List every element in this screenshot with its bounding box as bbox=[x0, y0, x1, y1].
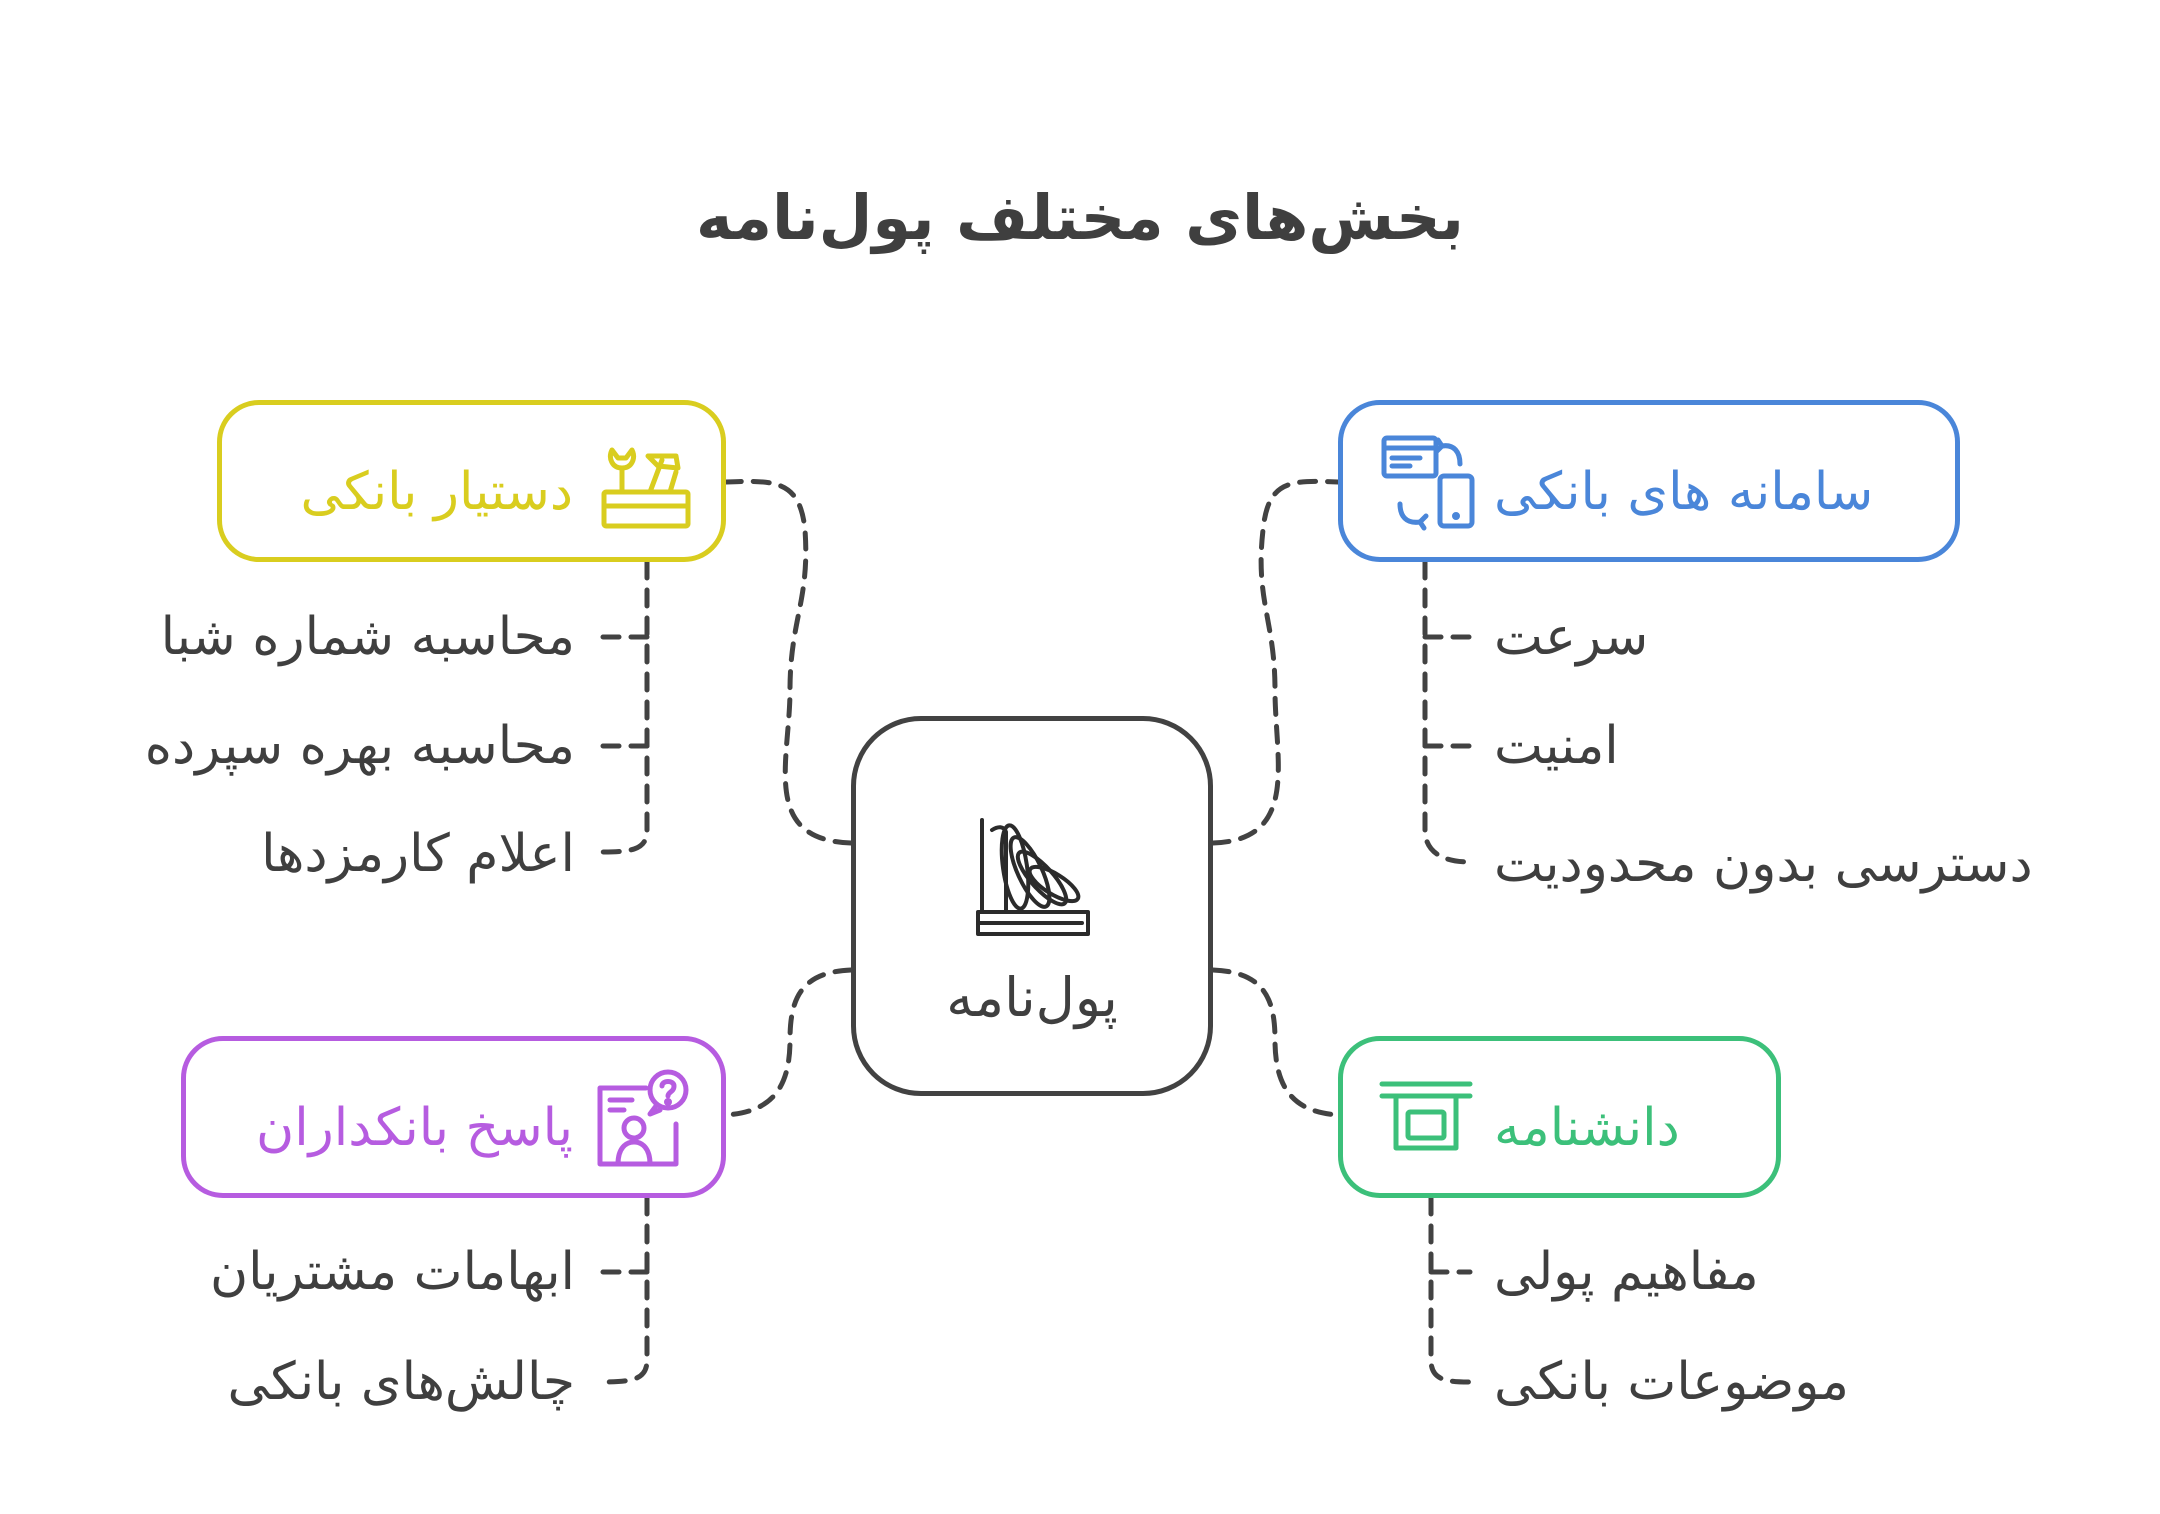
assistant-item-3: اعلام کارمزدها bbox=[261, 824, 575, 884]
connector-bankers bbox=[723, 967, 854, 1118]
person-question-icon bbox=[597, 1069, 689, 1167]
systems-item-3: دسترسی بدون محدودیت bbox=[1494, 834, 2033, 894]
books-flipping-pages-icon bbox=[976, 818, 1090, 936]
systems-item-1: سرعت bbox=[1494, 607, 1649, 667]
bankers-item-1: ابهامات مشتریان bbox=[209, 1242, 575, 1302]
assistant-item-1: محاسبه شماره شبا bbox=[160, 607, 575, 667]
tools-toolbox-icon bbox=[601, 447, 691, 529]
bankers-label: پاسخ بانکداران bbox=[256, 1098, 573, 1158]
center-label: پول‌نامه bbox=[946, 966, 1118, 1029]
encyclopedia-box bbox=[1338, 1036, 1781, 1198]
encyclopedia-item-2: موضوعات بانکی bbox=[1494, 1352, 1849, 1412]
bankers-item-2: چالش‌های بانکی bbox=[227, 1352, 575, 1412]
connector-systems bbox=[1210, 478, 1341, 846]
systems-item-line bbox=[1422, 559, 1473, 865]
archive-box-icon bbox=[1379, 1081, 1473, 1151]
systems-item-2: امنیت bbox=[1494, 716, 1619, 776]
assistant-item-line bbox=[597, 559, 650, 855]
encyclopedia-item-1: مفاهیم پولی bbox=[1494, 1242, 1759, 1302]
connector-encyclopedia bbox=[1210, 967, 1341, 1118]
assistant-item-2: محاسبه بهره سپرده bbox=[144, 716, 575, 776]
assistant-label: دستیار بانکی bbox=[300, 462, 573, 522]
systems-label: سامانه های بانکی bbox=[1494, 462, 1874, 522]
encyclopedia-label: دانشنامه bbox=[1494, 1098, 1680, 1158]
window-mobile-sync-icon bbox=[1381, 435, 1475, 531]
encyclopedia-item-line bbox=[1428, 1195, 1473, 1385]
center-node bbox=[851, 716, 1213, 1096]
assistant-box bbox=[217, 400, 726, 562]
bankers-item-line bbox=[597, 1195, 650, 1385]
diagram-title: بخش‌های مختلف پول‌نامه bbox=[696, 181, 1464, 254]
connector-assistant bbox=[723, 478, 854, 846]
